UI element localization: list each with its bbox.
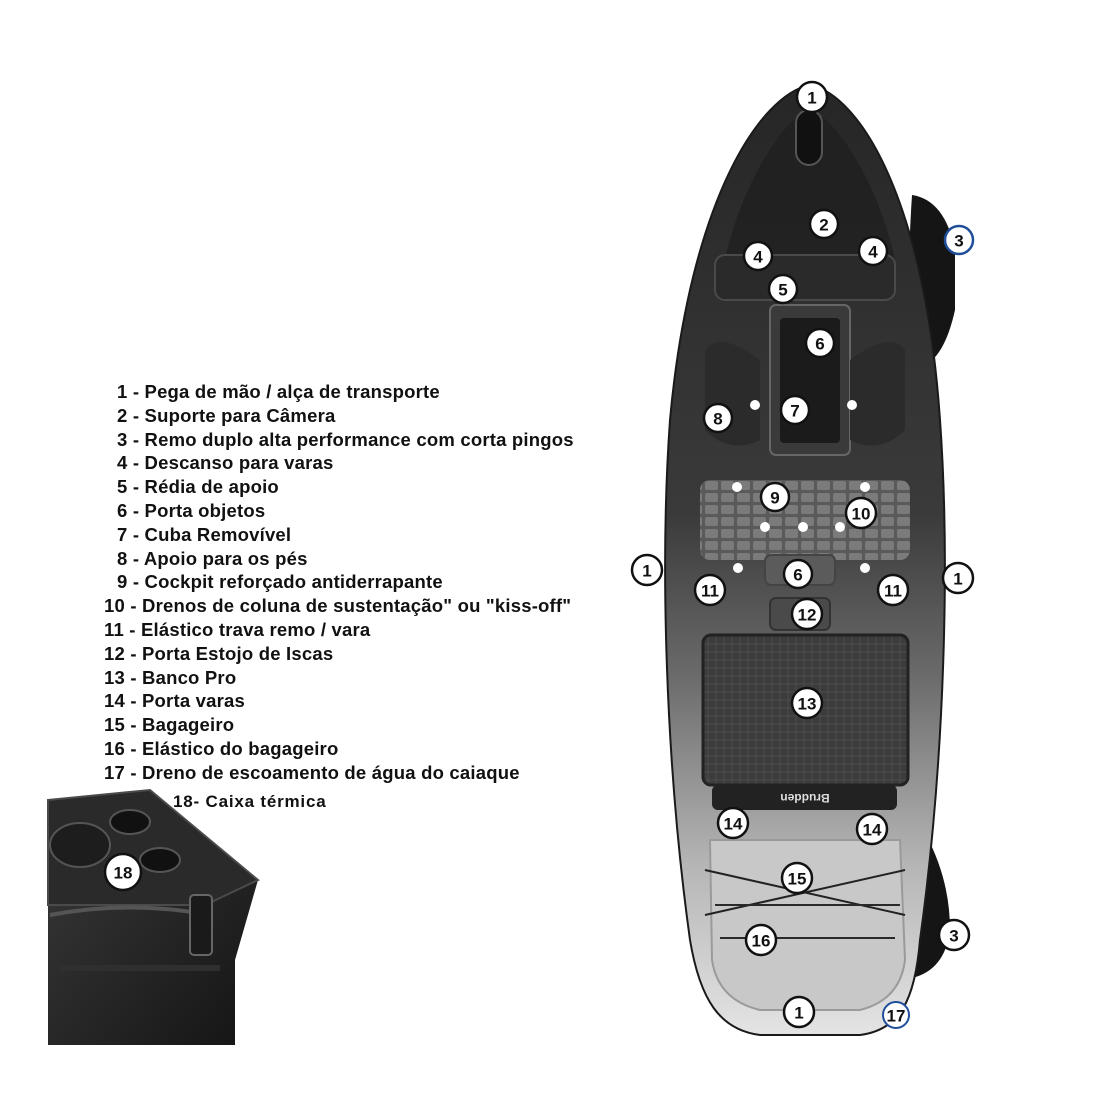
marker-6-hatch: 6: [804, 327, 836, 359]
svg-text:1: 1: [807, 89, 816, 108]
marker-4-right: 4: [857, 235, 889, 267]
legend-list: 1 - Pega de mão / alça de transporte 2 -…: [104, 380, 664, 785]
cooler-label: 18- Caixa térmica: [173, 792, 327, 811]
marker-10: 10: [844, 496, 878, 530]
legend-item-2: 2 - Suporte para Câmera: [117, 404, 336, 426]
legend-item-11: 11 - Elástico trava remo / vara: [104, 618, 371, 640]
svg-text:8: 8: [713, 410, 722, 429]
svg-text:1: 1: [953, 570, 962, 589]
marker-1-stern: 1: [782, 995, 816, 1029]
marker-11-right: 11: [876, 573, 910, 607]
legend-item-1: 1 - Pega de mão / alça de transporte: [117, 381, 440, 402]
legend-item-16: 16 - Elástico do bagageiro: [104, 737, 339, 759]
marker-7: 7: [779, 394, 811, 426]
svg-text:11: 11: [701, 582, 719, 601]
svg-text:7: 7: [790, 402, 799, 421]
svg-text:1: 1: [794, 1004, 803, 1023]
marker-2: 2: [808, 208, 840, 240]
legend-item-9: 9 - Cockpit reforçado antiderrapante: [117, 571, 443, 593]
cooler-box: [47, 788, 260, 1045]
marker-14-right: 14: [855, 812, 889, 846]
legend-item-10: 10 - Drenos de coluna de sustentação" ou…: [104, 595, 572, 617]
svg-text:6: 6: [815, 335, 824, 354]
marker-6-tray: 6: [782, 558, 814, 590]
marker-4-left: 4: [742, 240, 774, 272]
kayak-hull: Brudden: [664, 83, 946, 1036]
legend-item-7: 7 - Cuba Removível: [117, 523, 292, 545]
seat-brand: Brudden: [780, 791, 829, 805]
svg-text:13: 13: [798, 695, 817, 714]
legend-item-12: 12 - Porta Estojo de Iscas: [104, 642, 334, 664]
svg-text:16: 16: [752, 932, 771, 951]
svg-text:14: 14: [724, 815, 743, 834]
svg-text:4: 4: [753, 248, 763, 267]
marker-17: 17: [882, 1001, 910, 1029]
marker-11-left: 11: [693, 573, 727, 607]
marker-15: 15: [780, 861, 814, 895]
svg-text:3: 3: [949, 927, 958, 946]
marker-1-right: 1: [941, 561, 975, 595]
marker-9: 9: [759, 481, 791, 513]
marker-1-left: 1: [630, 553, 664, 587]
svg-text:18: 18: [114, 864, 133, 883]
svg-text:10: 10: [852, 505, 871, 524]
legend-item-6: 6 - Porta objetos: [117, 499, 266, 521]
marker-13: 13: [790, 686, 824, 720]
svg-text:14: 14: [863, 821, 882, 840]
svg-text:12: 12: [798, 606, 817, 625]
svg-text:6: 6: [793, 566, 802, 585]
marker-3-bottom: 3: [937, 918, 971, 952]
svg-text:11: 11: [884, 582, 902, 601]
svg-text:2: 2: [819, 216, 828, 235]
svg-text:3: 3: [954, 232, 963, 251]
svg-text:9: 9: [770, 489, 779, 508]
legend-item-13: 13 - Banco Pro: [104, 666, 237, 688]
legend-item-17: 17 - Dreno de escoamento de água do caia…: [104, 761, 520, 783]
marker-14-left: 14: [716, 806, 750, 840]
legend-item-8: 8 - Apoio para os pés: [117, 547, 308, 569]
legend-item-15: 15 - Bagageiro: [104, 714, 235, 736]
legend-item-14: 14 - Porta varas: [104, 690, 246, 712]
legend-item-3: 3 - Remo duplo alta performance com cort…: [117, 428, 574, 450]
svg-text:1: 1: [642, 562, 651, 581]
marker-1-bow: 1: [795, 80, 829, 114]
marker-5: 5: [767, 273, 799, 305]
svg-text:15: 15: [788, 870, 807, 889]
marker-18: 18: [103, 852, 143, 892]
marker-8: 8: [702, 402, 734, 434]
marker-12: 12: [790, 597, 824, 631]
marker-16: 16: [744, 923, 778, 957]
svg-text:4: 4: [868, 243, 878, 262]
marker-3-top: 3: [943, 224, 975, 256]
legend-item-4: 4 - Descanso para varas: [117, 452, 334, 474]
legend-item-5: 5 - Rédia de apoio: [117, 476, 279, 498]
svg-text:5: 5: [778, 281, 787, 300]
svg-text:17: 17: [887, 1007, 906, 1026]
